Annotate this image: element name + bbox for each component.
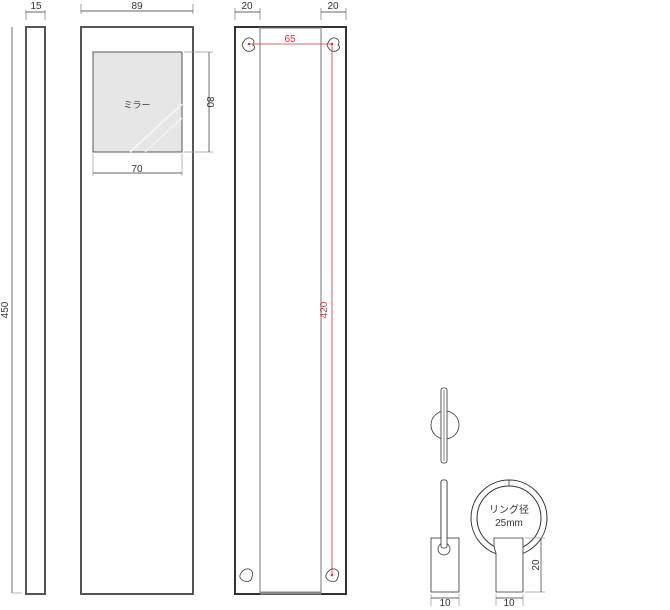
mount-block-front bbox=[493, 537, 524, 593]
side-view: 15 450 bbox=[0, 1, 46, 595]
side-width-label: 15 bbox=[30, 1, 42, 12]
mirror-label: ミラー bbox=[123, 100, 150, 110]
keyhole-top-right-icon bbox=[326, 37, 340, 52]
ring-text-line2: 25mm bbox=[495, 518, 523, 529]
front-width-10-label: 10 bbox=[503, 598, 515, 609]
hole-spacing-label: 65 bbox=[284, 34, 296, 45]
mirror bbox=[92, 51, 183, 153]
side-panel bbox=[25, 26, 46, 595]
side-width-10-label: 10 bbox=[439, 598, 451, 609]
mirror-width-label: 70 bbox=[131, 164, 143, 175]
back-view: 20 20 65 420 bbox=[234, 1, 347, 595]
ring-detail: 10 リング径 25mm 20 10 bbox=[430, 387, 548, 609]
ring-text-line1: リング径 bbox=[489, 503, 529, 516]
keyhole-bottom-left-icon bbox=[239, 568, 253, 582]
front-view: 89 ミラー 80 70 bbox=[80, 1, 215, 595]
mirror-height-label: 80 bbox=[204, 96, 215, 108]
block-height-label: 20 bbox=[531, 559, 542, 571]
right-margin-label: 20 bbox=[327, 1, 339, 12]
left-margin-label: 20 bbox=[241, 1, 253, 12]
front-panel bbox=[80, 26, 194, 595]
front-width-label: 89 bbox=[131, 1, 143, 12]
hole-vertical-label: 420 bbox=[319, 301, 330, 318]
side-height-label: 450 bbox=[0, 301, 11, 318]
